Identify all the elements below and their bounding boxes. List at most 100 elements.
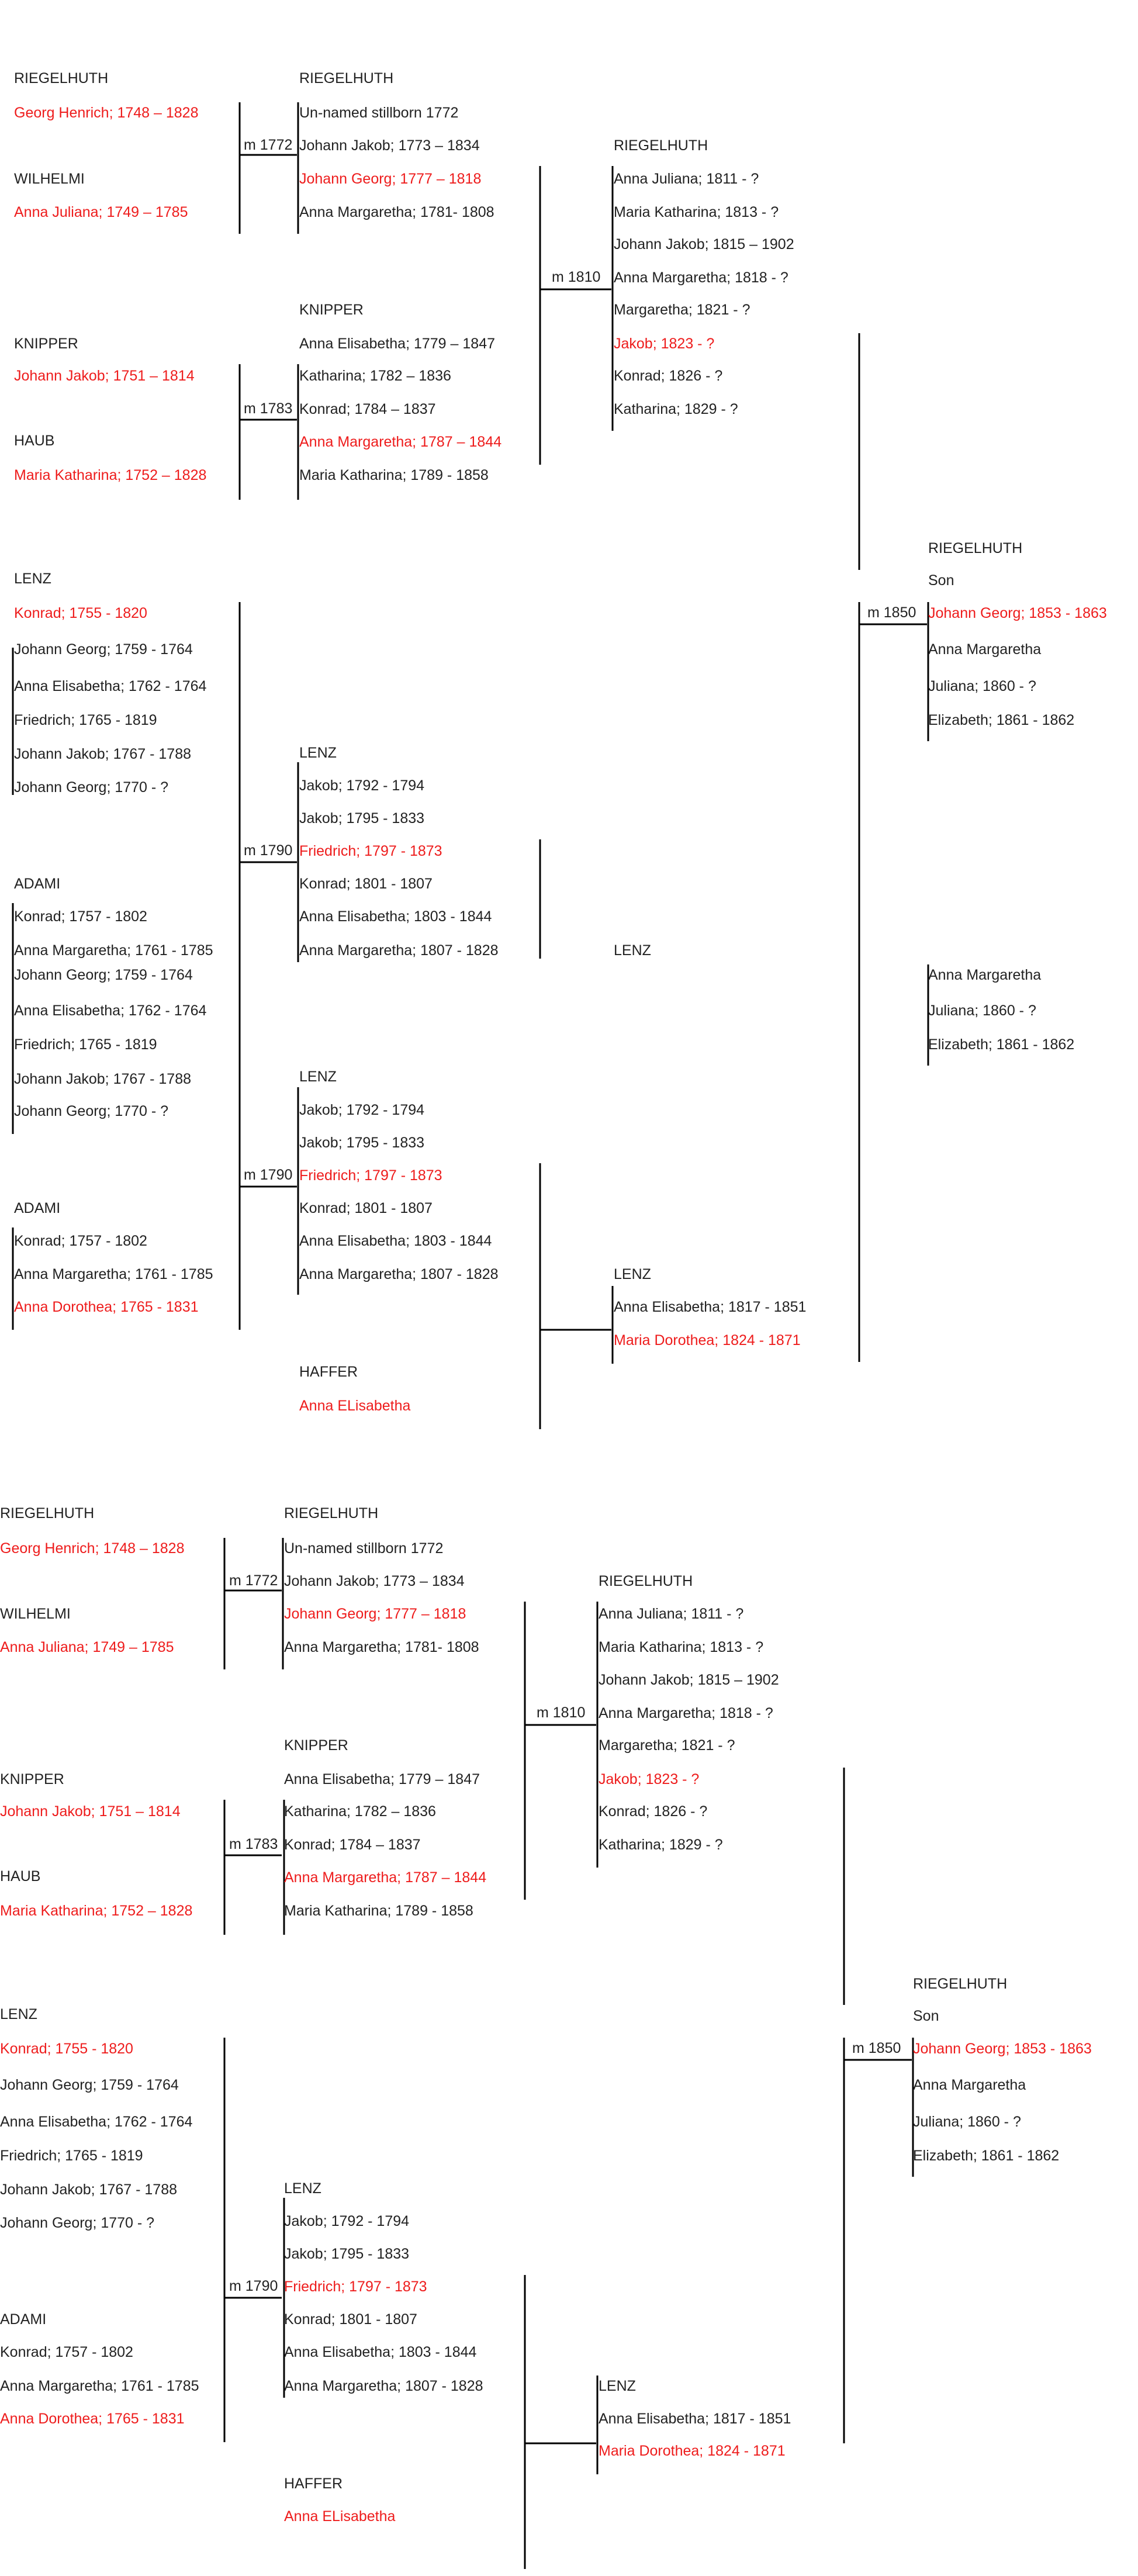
family-surname-riegelhuth: RIEGELHUTH: [928, 540, 1023, 556]
person-anna-juliana-1811: Anna Juliana; 1811 - ?: [599, 1606, 744, 1622]
person-maria-dorothea-1824-1871: Maria Dorothea; 1824 - 1871: [614, 1332, 801, 1348]
person-friedrich-1765-1819: Friedrich; 1765 - 1819: [14, 1036, 157, 1053]
family-surname-adami: ADAMI: [14, 876, 61, 892]
person-anna-margaretha-1761-1785: Anna Margaretha; 1761 - 1785: [0, 2378, 199, 2394]
person-johann-jakob-1767-1788: Johann Jakob; 1767 - 1788: [0, 2181, 178, 2198]
person-katharina-1829: Katharina; 1829 - ?: [599, 1837, 723, 1853]
person-katharina-1782-1836: Katharina; 1782 – 1836: [299, 368, 451, 384]
person-friedrich-1765-1819: Friedrich; 1765 - 1819: [0, 2148, 143, 2164]
family-surname-lenz: LENZ: [614, 942, 651, 959]
person-elizabeth-1861-1862: Elizabeth; 1861 - 1862: [913, 2148, 1060, 2164]
person-anna-margaretha-1807-1828: Anna Margaretha; 1807 - 1828: [284, 2378, 483, 2394]
person-maria-dorothea-1824-1871: Maria Dorothea; 1824 - 1871: [599, 2443, 786, 2459]
person-katharina-1829: Katharina; 1829 - ?: [614, 401, 738, 417]
family-surname-wilhelmi: WILHELMI: [14, 171, 85, 187]
person-anna-elisabetha: Anna ELisabetha: [284, 2508, 396, 2525]
person-anna-juliana-1811: Anna Juliana; 1811 - ?: [614, 171, 759, 187]
person-anna-elisabetha-1779-1847: Anna Elisabetha; 1779 – 1847: [284, 1771, 480, 1787]
person-konrad-1826: Konrad; 1826 - ?: [599, 1803, 708, 1820]
person-johann-jakob-1773-1834: Johann Jakob; 1773 – 1834: [299, 137, 480, 154]
person-konrad-1757-1802: Konrad; 1757 - 1802: [14, 1233, 147, 1249]
person-elizabeth-1861-1862: Elizabeth; 1861 - 1862: [928, 712, 1075, 728]
person-margaretha-1821: Margaretha; 1821 - ?: [599, 1737, 735, 1754]
marriage-label-m-1772: m 1772: [244, 137, 293, 153]
person-anna-elisabetha-1803-1844: Anna Elisabetha; 1803 - 1844: [299, 908, 492, 925]
person-anna-margaretha-1787-1844: Anna Margaretha; 1787 – 1844: [299, 434, 502, 450]
person-anna-margaretha-1818: Anna Margaretha; 1818 - ?: [599, 1705, 773, 1721]
person-johann-georg-1777-1818: Johann Georg; 1777 – 1818: [284, 1606, 466, 1622]
person-friedrich-1797-1873: Friedrich; 1797 - 1873: [299, 843, 442, 859]
person-maria-katharina-1752-1828: Maria Katharina; 1752 – 1828: [14, 467, 207, 483]
person-jakob-1823: Jakob; 1823 - ?: [599, 1771, 700, 1787]
person-konrad-1801-1807: Konrad; 1801 - 1807: [299, 1200, 433, 1216]
person-johann-jakob-1751-1814: Johann Jakob; 1751 – 1814: [14, 368, 195, 384]
family-surname-haub: HAUB: [14, 433, 55, 449]
person-anna-margaretha-1781-1808: Anna Margaretha; 1781- 1808: [299, 204, 494, 220]
person-friedrich-1797-1873: Friedrich; 1797 - 1873: [299, 1167, 442, 1184]
family-surname-adami: ADAMI: [0, 2311, 47, 2328]
person-maria-katharina-1789-1858: Maria Katharina; 1789 - 1858: [284, 1903, 473, 1919]
person-son: Son: [928, 572, 954, 589]
person-anna-margaretha-1807-1828: Anna Margaretha; 1807 - 1828: [299, 942, 499, 959]
person-anna-elisabetha: Anna ELisabetha: [299, 1398, 411, 1414]
person-anna-margaretha-1761-1785: Anna Margaretha; 1761 - 1785: [14, 942, 213, 959]
family-surname-lenz: LENZ: [284, 2180, 321, 2197]
person-anna-dorothea-1765-1831: Anna Dorothea; 1765 - 1831: [0, 2411, 185, 2427]
person-anna-elisabetha-1762-1764: Anna Elisabetha; 1762 - 1764: [0, 2114, 193, 2130]
person-jakob-1792-1794: Jakob; 1792 - 1794: [299, 777, 425, 794]
person-anna-margaretha-1818: Anna Margaretha; 1818 - ?: [614, 269, 788, 286]
person-friedrich-1765-1819: Friedrich; 1765 - 1819: [14, 712, 157, 728]
family-surname-knipper: KNIPPER: [284, 1737, 348, 1754]
person-johann-georg-1853-1863: Johann Georg; 1853 - 1863: [928, 605, 1107, 621]
person-johann-jakob-1767-1788: Johann Jakob; 1767 - 1788: [14, 1071, 192, 1087]
person-konrad-1801-1807: Konrad; 1801 - 1807: [299, 876, 433, 892]
person-jakob-1795-1833: Jakob; 1795 - 1833: [284, 2246, 410, 2262]
person-juliana-1860: Juliana; 1860 - ?: [928, 1002, 1036, 1019]
person-anna-margaretha-1761-1785: Anna Margaretha; 1761 - 1785: [14, 1266, 213, 1282]
family-surname-lenz: LENZ: [614, 1266, 651, 1282]
family-surname-riegelhuth: RIEGELHUTH: [284, 1505, 379, 1522]
person-johann-jakob-1773-1834: Johann Jakob; 1773 – 1834: [284, 1573, 465, 1589]
person-johann-georg-1759-1764: Johann Georg; 1759 - 1764: [14, 641, 193, 658]
family-surname-lenz: LENZ: [299, 745, 337, 761]
person-friedrich-1797-1873: Friedrich; 1797 - 1873: [284, 2278, 427, 2295]
person-georg-henrich-1748-1828: Georg Henrich; 1748 – 1828: [0, 1540, 185, 1557]
person-konrad-1757-1802: Konrad; 1757 - 1802: [14, 908, 147, 925]
person-anna-elisabetha-1762-1764: Anna Elisabetha; 1762 - 1764: [14, 678, 207, 694]
family-surname-knipper: KNIPPER: [0, 1771, 64, 1787]
family-surname-lenz: LENZ: [0, 2006, 37, 2022]
person-johann-georg-1777-1818: Johann Georg; 1777 – 1818: [299, 171, 482, 187]
person-konrad-1784-1837: Konrad; 1784 – 1837: [299, 401, 436, 417]
person-johann-jakob-1815-1902: Johann Jakob; 1815 – 1902: [599, 1672, 779, 1688]
person-konrad-1755-1820: Konrad; 1755 - 1820: [0, 2041, 133, 2057]
person-johann-georg-1770: Johann Georg; 1770 - ?: [0, 2215, 155, 2231]
family-surname-knipper: KNIPPER: [14, 336, 78, 352]
family-surname-riegelhuth: RIEGELHUTH: [14, 70, 109, 87]
person-jakob-1823: Jakob; 1823 - ?: [614, 336, 715, 352]
person-un-named-stillborn-1772: Un-named stillborn 1772: [284, 1540, 444, 1557]
person-johann-jakob-1751-1814: Johann Jakob; 1751 – 1814: [0, 1803, 181, 1820]
person-maria-katharina-1813: Maria Katharina; 1813 - ?: [599, 1639, 764, 1655]
person-anna-elisabetha-1779-1847: Anna Elisabetha; 1779 – 1847: [299, 336, 495, 352]
person-juliana-1860: Juliana; 1860 - ?: [928, 678, 1036, 694]
person-anna-margaretha: Anna Margaretha: [928, 641, 1042, 658]
marriage-label-m-1850: m 1850: [867, 604, 916, 621]
person-konrad-1801-1807: Konrad; 1801 - 1807: [284, 2311, 417, 2328]
person-juliana-1860: Juliana; 1860 - ?: [913, 2114, 1021, 2130]
family-surname-lenz: LENZ: [299, 1069, 337, 1085]
family-surname-riegelhuth: RIEGELHUTH: [599, 1573, 693, 1589]
person-anna-elisabetha-1803-1844: Anna Elisabetha; 1803 - 1844: [284, 2344, 477, 2360]
person-johann-georg-1770: Johann Georg; 1770 - ?: [14, 1103, 169, 1119]
person-anna-juliana-1749-1785: Anna Juliana; 1749 – 1785: [14, 204, 188, 220]
marriage-label-m-1790: m 1790: [244, 842, 293, 859]
marriage-label-m-1790: m 1790: [244, 1167, 293, 1183]
person-maria-katharina-1789-1858: Maria Katharina; 1789 - 1858: [299, 467, 489, 483]
person-anna-margaretha-1787-1844: Anna Margaretha; 1787 – 1844: [284, 1869, 487, 1886]
person-johann-jakob-1767-1788: Johann Jakob; 1767 - 1788: [14, 746, 192, 762]
marriage-label-m-1810: m 1810: [552, 269, 601, 285]
person-un-named-stillborn-1772: Un-named stillborn 1772: [299, 105, 459, 121]
person-johann-georg-1759-1764: Johann Georg; 1759 - 1764: [0, 2077, 179, 2093]
person-anna-margaretha-1781-1808: Anna Margaretha; 1781- 1808: [284, 1639, 479, 1655]
person-jakob-1792-1794: Jakob; 1792 - 1794: [299, 1102, 425, 1118]
